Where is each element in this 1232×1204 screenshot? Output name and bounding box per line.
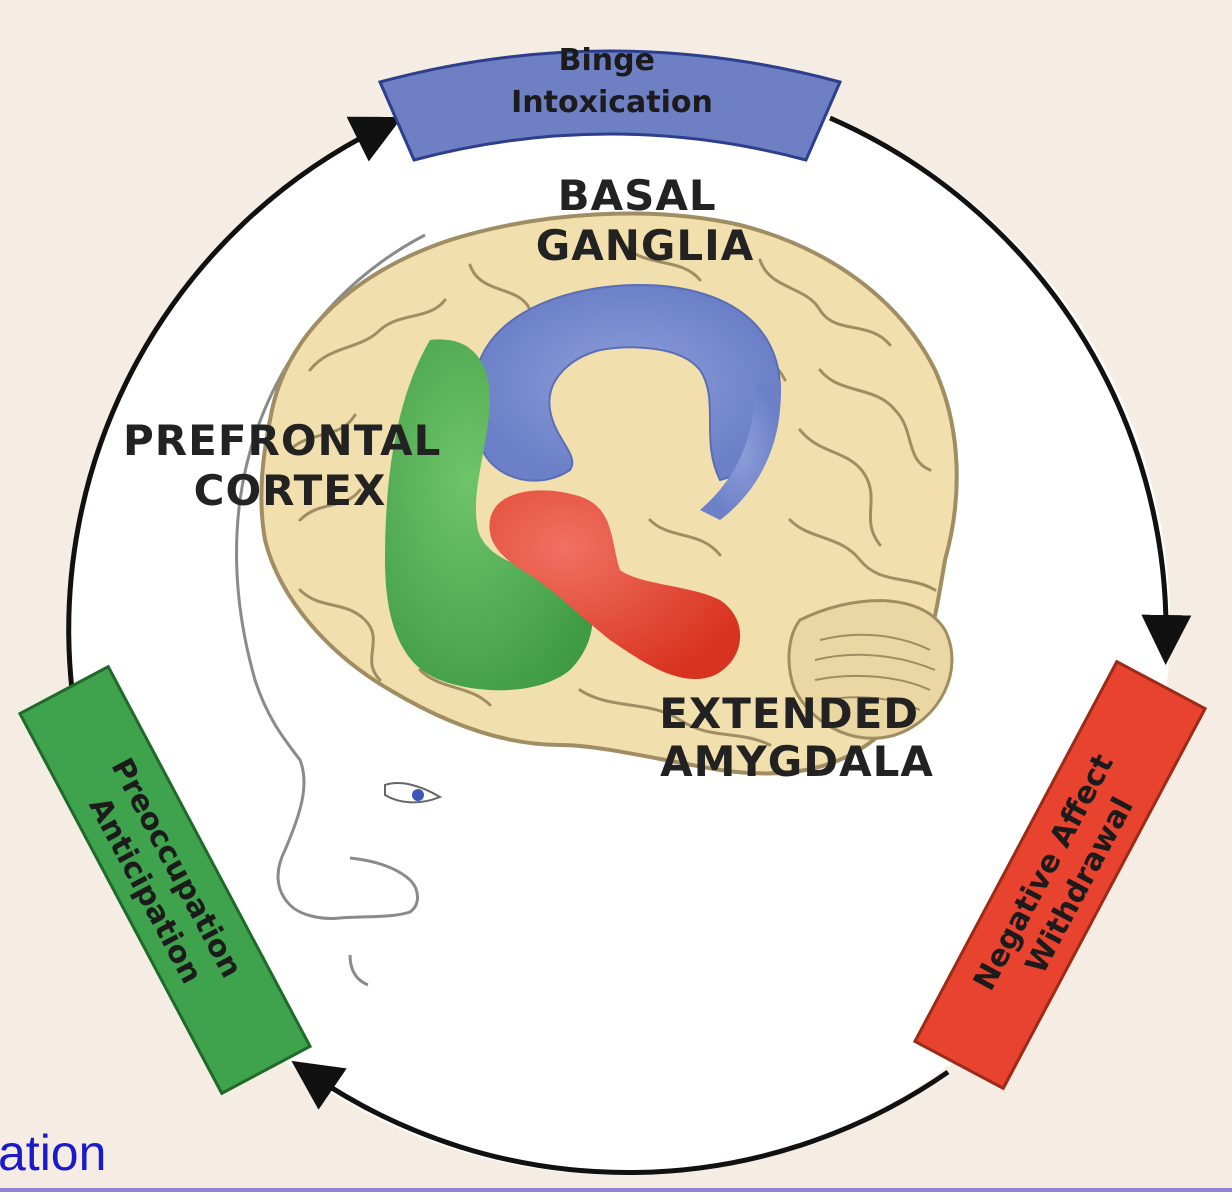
prefrontal-cortex-region — [385, 339, 593, 691]
face-profile — [235, 233, 426, 987]
prefrontal-cortex-label: PREFRONTAL CORTEX — [123, 416, 457, 515]
arrow-preoccupation-to-binge — [66, 116, 403, 691]
bottom-divider — [0, 1188, 1232, 1192]
cerebellum — [787, 599, 954, 740]
arrow-negative-to-preoccupation — [291, 1060, 950, 1176]
extended-amygdala-label: EXTENDED AMYGDALA — [659, 689, 935, 786]
basal-ganglia-label: BASAL GANGLIA — [536, 171, 755, 270]
binge-intoxication-banner: Binge Intoxication — [377, 43, 843, 162]
cycle-arrows — [66, 115, 1192, 1176]
basal-ganglia-tail — [700, 380, 781, 520]
truncated-link[interactable]: ation — [0, 1125, 107, 1181]
basal-ganglia-region — [472, 283, 782, 482]
arrow-binge-to-negative — [828, 115, 1192, 665]
binge-stage-label: Binge Intoxication — [511, 43, 713, 120]
eye-icon — [384, 782, 443, 804]
extended-amygdala-region — [489, 490, 741, 680]
